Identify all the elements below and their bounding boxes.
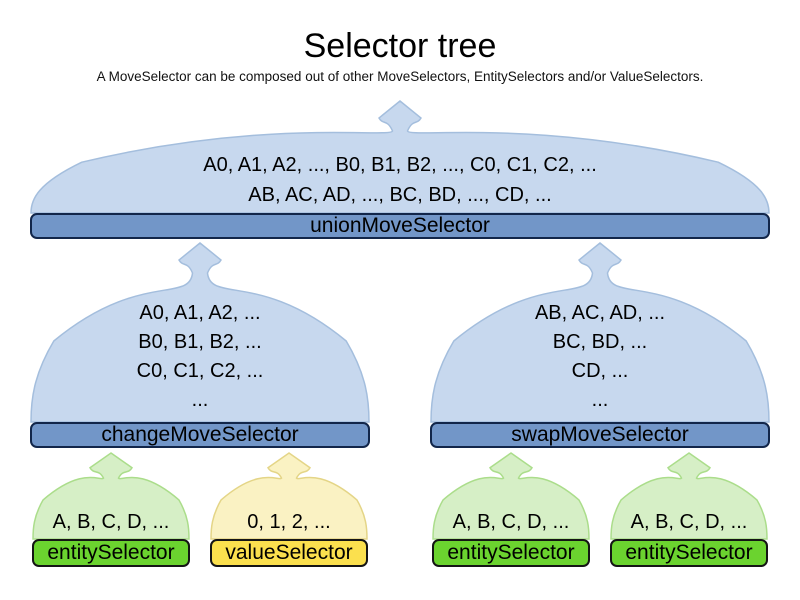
swap-items-line: CD, ... xyxy=(571,360,629,382)
union-move-selector-node: A0, A1, A2, ..., B0, B1, B2, ..., C0, C1… xyxy=(30,100,770,241)
entity-items-line: A, B, C, D, ... xyxy=(630,511,748,533)
swap-items-line: AB, AC, AD, ... xyxy=(534,302,666,324)
diagram-subtitle: A MoveSelector can be composed out of ot… xyxy=(96,69,704,84)
value-selector-bar: valueSelector xyxy=(210,539,368,567)
entity-selector-node-1: A, B, C, D, ... entitySelector xyxy=(32,452,190,569)
change-items: A0, A1, A2, ... B0, B1, B2, ... C0, C1, … xyxy=(30,299,370,415)
diagram-title: Selector tree xyxy=(303,27,497,65)
change-items-line: ... xyxy=(191,389,209,411)
entity-selector-label: entitySelector xyxy=(625,541,753,564)
entity-selector-bar-1: entitySelector xyxy=(32,539,190,567)
entity-items-line: A, B, C, D, ... xyxy=(452,511,570,533)
value-items-line: 0, 1, 2, ... xyxy=(247,511,331,533)
entity-items-line: A, B, C, D, ... xyxy=(52,511,170,533)
value-items: 0, 1, 2, ... xyxy=(210,507,368,537)
change-items-line: C0, C1, C2, ... xyxy=(136,360,264,382)
entity-items: A, B, C, D, ... xyxy=(432,507,590,537)
swap-move-selector-node: AB, AC, AD, ... BC, BD, ... CD, ... ... … xyxy=(430,242,770,450)
change-items-line: B0, B1, B2, ... xyxy=(138,331,262,353)
swap-items-line: ... xyxy=(591,389,609,411)
entity-items: A, B, C, D, ... xyxy=(32,507,190,537)
change-move-selector-label: changeMoveSelector xyxy=(101,423,299,446)
union-items-line: A0, A1, A2, ..., B0, B1, B2, ..., C0, C1… xyxy=(203,154,597,176)
entity-items: A, B, C, D, ... xyxy=(610,507,768,537)
change-move-selector-bar: changeMoveSelector xyxy=(30,422,370,448)
entity-selector-node-2: A, B, C, D, ... entitySelector xyxy=(432,452,590,569)
change-items-line: A0, A1, A2, ... xyxy=(139,302,261,324)
swap-items: AB, AC, AD, ... BC, BD, ... CD, ... ... xyxy=(430,299,770,415)
entity-selector-bar-2: entitySelector xyxy=(432,539,590,567)
swap-items-line: BC, BD, ... xyxy=(552,331,648,353)
value-selector-node: 0, 1, 2, ... valueSelector xyxy=(210,452,368,569)
entity-selector-label: entitySelector xyxy=(47,541,175,564)
swap-move-selector-bar: swapMoveSelector xyxy=(430,422,770,448)
entity-selector-bar-3: entitySelector xyxy=(610,539,768,567)
union-items-line: AB, AC, AD, ..., BC, BD, ..., CD, ... xyxy=(248,184,552,206)
entity-selector-node-3: A, B, C, D, ... entitySelector xyxy=(610,452,768,569)
union-move-selector-label: unionMoveSelector xyxy=(310,214,490,237)
swap-move-selector-label: swapMoveSelector xyxy=(511,423,689,446)
union-move-selector-bar: unionMoveSelector xyxy=(30,213,770,239)
value-selector-label: valueSelector xyxy=(225,541,353,564)
union-items: A0, A1, A2, ..., B0, B1, B2, ..., C0, C1… xyxy=(30,150,770,210)
entity-selector-label: entitySelector xyxy=(447,541,575,564)
change-move-selector-node: A0, A1, A2, ... B0, B1, B2, ... C0, C1, … xyxy=(30,242,370,450)
